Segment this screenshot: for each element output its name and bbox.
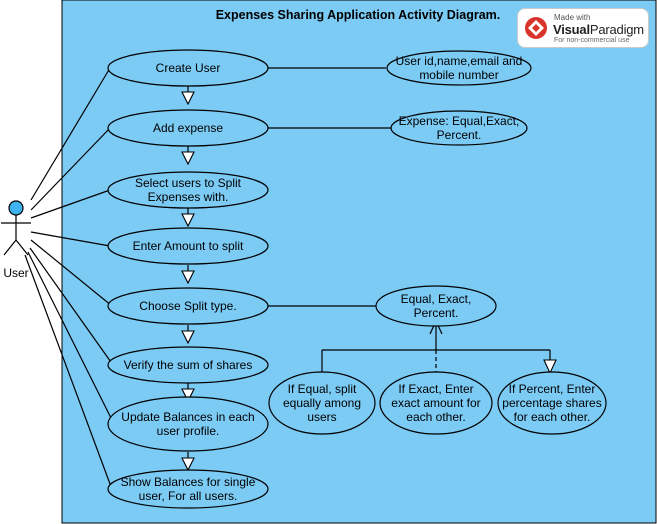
use-case-add-expense[interactable]: Add expense (107, 109, 269, 147)
detail-associations (268, 67, 391, 307)
use-case-label-line: Select users to Split (135, 176, 242, 190)
use-case-label-line: If Exact, Enter (398, 382, 473, 396)
watermark-brand: VisualParadigm (553, 22, 644, 37)
use-case-label-line: each other. (406, 410, 465, 424)
use-case-label: Expense: Equal,Exact,Percent. (399, 114, 520, 142)
watermark-made-with: Made with (554, 13, 591, 22)
use-case-split-types[interactable]: Equal, Exact,Percent. (375, 285, 497, 327)
use-case-label-line: equally among (283, 396, 361, 410)
use-case-label: Verify the sum of shares (124, 358, 253, 372)
use-case-label-line: If Equal, split (288, 382, 357, 396)
use-case-label-line: Equal, Exact, (401, 292, 472, 306)
watermark-brand-a: Visual (553, 22, 590, 37)
use-case-label-line: Show Balances for single (121, 475, 256, 489)
use-case-label-line: Expenses with. (148, 190, 229, 204)
use-case-label-line: Enter Amount to split (133, 239, 244, 253)
use-case-label: Enter Amount to split (133, 239, 244, 253)
use-case-label-line: User id,name,email and (396, 54, 523, 68)
use-case-label-line: Expense: Equal,Exact, (399, 114, 520, 128)
use-case-label-line: percentage shares (502, 396, 601, 410)
actor-label: User (3, 266, 28, 280)
actor-left-leg (3, 239, 17, 256)
use-case-label-line: exact amount for (391, 396, 480, 410)
use-case-label-line: Create User (156, 61, 221, 75)
actor-user[interactable]: User (1, 200, 31, 280)
use-case-label-line: If Percent, Enter (509, 382, 596, 396)
use-case-expense-types[interactable]: Expense: Equal,Exact,Percent. (390, 110, 528, 146)
actor-head (8, 200, 24, 216)
watermark-note: For non-commercial use (554, 37, 630, 44)
actor-associations (24, 67, 119, 493)
use-case-choose-split[interactable]: Choose Split type. (107, 287, 269, 325)
use-case-label: Create User (156, 61, 221, 75)
diagram-title: Expenses Sharing Application Activity Di… (216, 8, 501, 22)
use-case-verify-sum[interactable]: Verify the sum of shares (107, 346, 269, 384)
use-case-label-line: Add expense (153, 121, 223, 135)
use-case-label-line: Choose Split type. (139, 299, 236, 313)
use-case-label-line: for each other. (514, 410, 591, 424)
use-case-label-line: Update Balances in each (121, 410, 254, 424)
use-case-label-line: mobile number (419, 68, 498, 82)
use-case-label: Equal, Exact,Percent. (401, 292, 472, 320)
use-case-label-line: Percent. (437, 128, 482, 142)
actor-right-leg (15, 239, 29, 256)
use-case-label: Add expense (153, 121, 223, 135)
use-case-label-line: Percent. (414, 306, 459, 320)
use-case-label-line: Verify the sum of shares (124, 358, 253, 372)
flow-arrows (181, 86, 195, 472)
use-case-label-line: users (307, 410, 336, 424)
use-case-label: Choose Split type. (139, 299, 236, 313)
use-case-create-user[interactable]: Create User (107, 49, 269, 87)
watermark-brand-b: Paradigm (589, 22, 644, 37)
use-case-enter-amount[interactable]: Enter Amount to split (107, 227, 269, 265)
use-case-label-line: user, For all users. (139, 489, 238, 503)
use-case-label-line: user profile. (157, 424, 220, 438)
visual-paradigm-watermark: Made with VisualParadigm For non-commerc… (517, 8, 649, 48)
visual-paradigm-logo-icon (525, 17, 547, 39)
